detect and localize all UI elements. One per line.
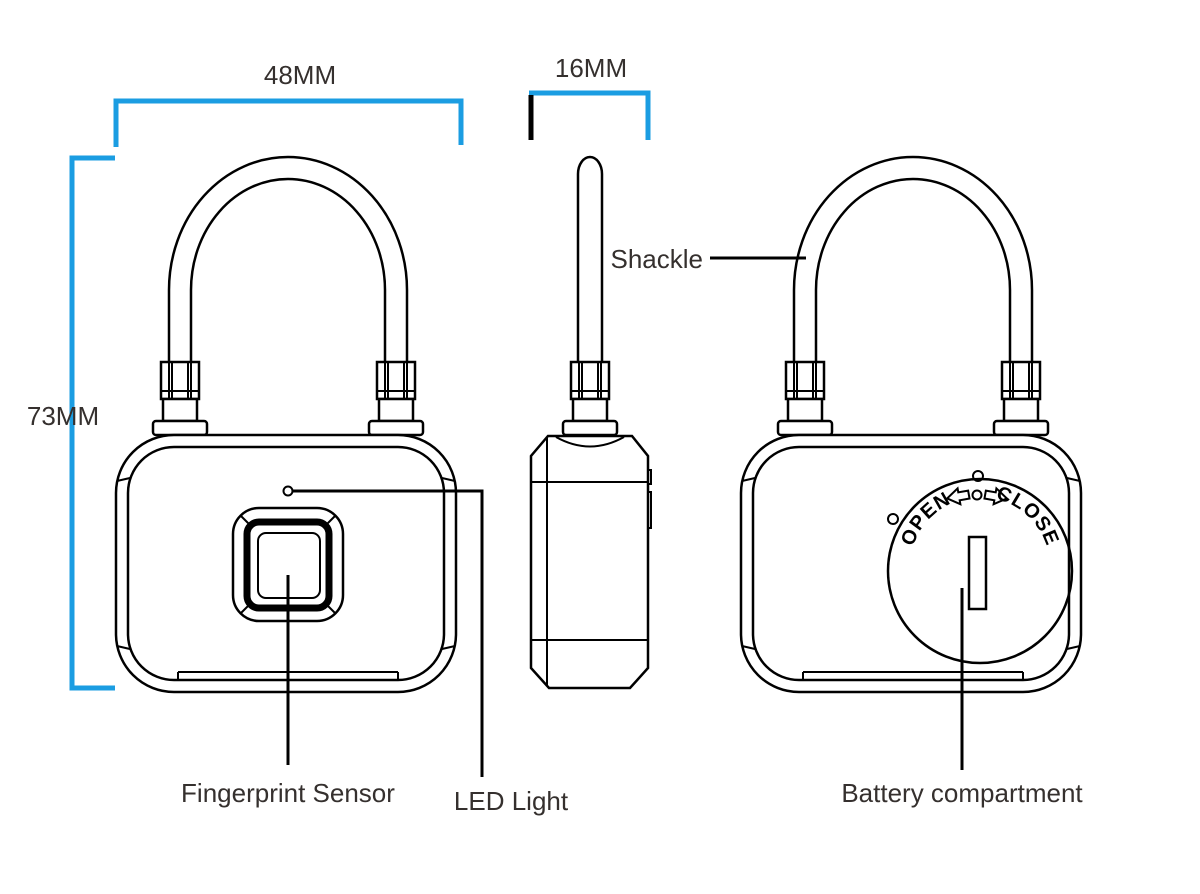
side-shackle-collar xyxy=(561,360,619,437)
width-dimension-label: 48MM xyxy=(264,60,336,90)
back-body xyxy=(739,433,1083,694)
dimension-brackets xyxy=(69,90,651,691)
height-dimension-bracket xyxy=(69,155,115,691)
back-view: OPEN CLOSE xyxy=(739,155,1083,694)
back-shackle-collars xyxy=(776,360,1050,437)
led-indicator-hole xyxy=(282,485,294,497)
front-shackle xyxy=(167,155,409,385)
fingerprint-sensor-label: Fingerprint Sensor xyxy=(181,778,395,808)
led-light-label: LED Light xyxy=(454,786,569,816)
height-dimension-label: 73MM xyxy=(27,401,99,431)
dial-center-hole xyxy=(971,489,983,501)
dial-screw-hole-top xyxy=(972,470,984,482)
front-shackle-collars xyxy=(151,360,425,437)
dial-screw-hole-left xyxy=(887,513,899,525)
back-shackle xyxy=(792,155,1034,385)
front-body xyxy=(114,433,458,694)
depth-dimension-bracket xyxy=(529,90,651,140)
battery-compartment-label: Battery compartment xyxy=(841,778,1083,808)
shackle-label: Shackle xyxy=(611,244,704,274)
width-dimension-bracket xyxy=(113,98,464,147)
side-view xyxy=(529,155,652,690)
led-leader-line xyxy=(293,489,484,777)
front-view xyxy=(114,155,458,694)
open-arrow-icon xyxy=(945,486,971,506)
depth-dimension-label: 16MM xyxy=(555,53,627,83)
side-shackle-post xyxy=(576,155,604,364)
side-body xyxy=(529,434,652,690)
battery-slot xyxy=(967,535,988,611)
close-arrow-icon xyxy=(983,486,1009,506)
